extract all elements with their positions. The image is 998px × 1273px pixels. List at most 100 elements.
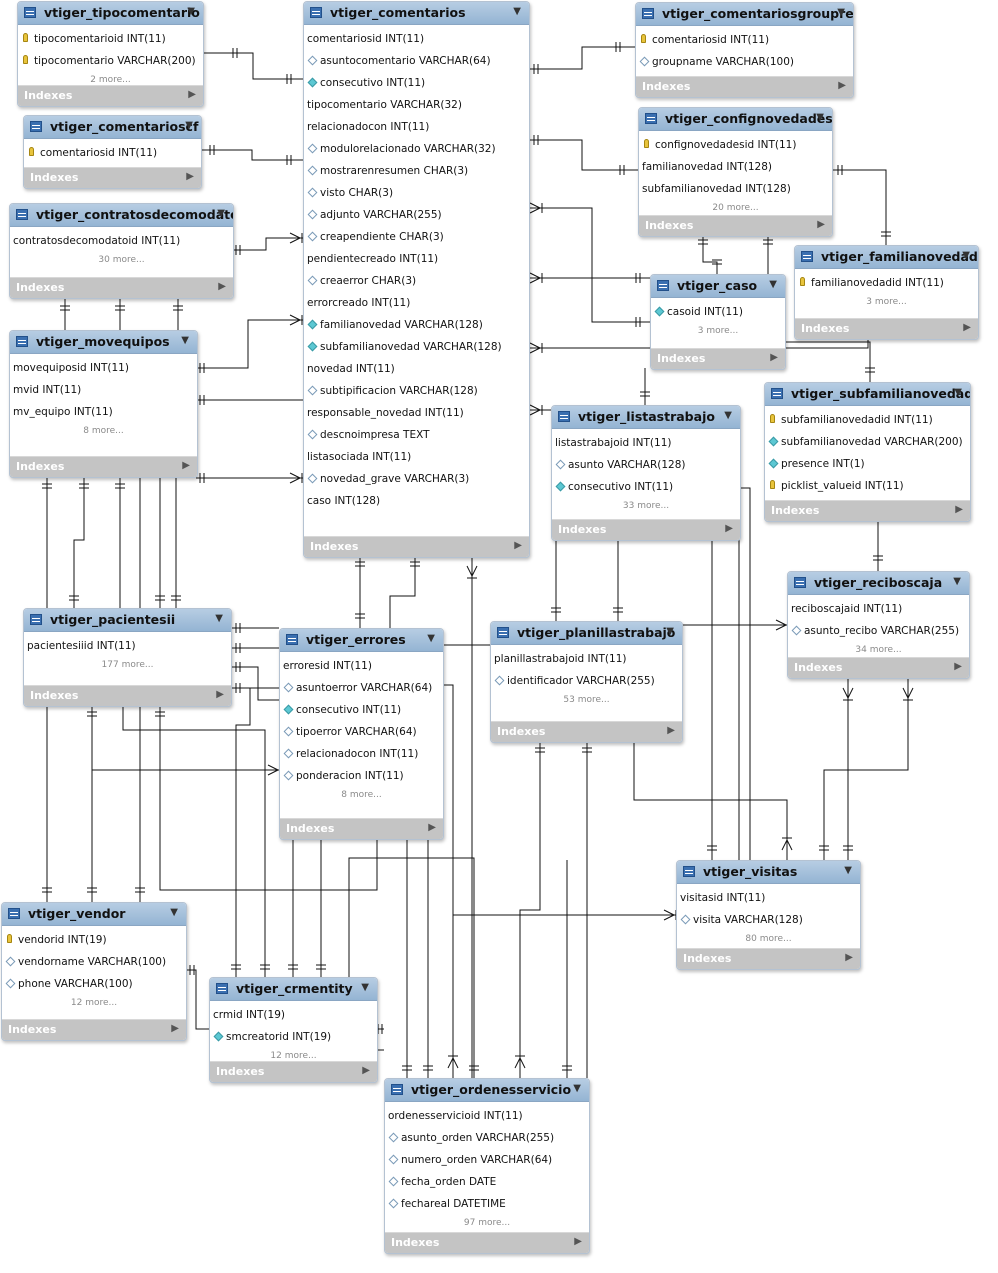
column-row[interactable]: fecha_orden DATE [385, 1171, 589, 1193]
table-header[interactable]: vtiger_errores▼ [280, 629, 443, 652]
column-row[interactable]: listasociada INT(11) [304, 446, 529, 468]
more-columns-label[interactable]: 3 more... [866, 297, 907, 307]
table-listastrabajo[interactable]: vtiger_listastrabajo▼ listastrabajoid INT… [551, 405, 741, 541]
column-row[interactable]: creapendiente CHAR(3) [304, 226, 529, 248]
table-visitas[interactable]: vtiger_visitas▼visitasid INT(11)visita V… [676, 860, 861, 970]
indexes-bar[interactable]: Indexes▶ [552, 519, 740, 540]
table-header[interactable]: vtiger_ordenesservicio▼ [385, 1079, 589, 1102]
more-columns-label[interactable]: 2 more... [90, 75, 131, 85]
column-row[interactable]: tipocomentario VARCHAR(200) [18, 50, 203, 72]
expand-indexes-icon[interactable]: ▶ [362, 1065, 370, 1076]
table-header[interactable]: vtiger_reciboscaja▼ [788, 572, 969, 595]
indexes-bar[interactable]: Indexes▶ [788, 657, 969, 678]
more-columns-label[interactable]: 97 more... [463, 1218, 511, 1228]
collapse-arrow-icon[interactable]: ▼ [187, 6, 195, 17]
table-contratosdecomodato[interactable]: vtiger_contratosdecomodato▼contratosdeco… [9, 203, 234, 299]
table-comentariosgrouprel[interactable]: vtiger_comentariosgrouprel▼ comentariosid… [635, 2, 854, 98]
more-columns-label[interactable]: 12 more... [70, 998, 118, 1008]
table-header[interactable]: vtiger_comentariosgrouprel▼ [636, 3, 853, 26]
indexes-bar[interactable]: Indexes▶ [10, 456, 197, 477]
table-tipocomentario[interactable]: vtiger_tipocomentario▼tipocomentarioid I… [17, 1, 204, 107]
column-row[interactable]: listastrabajoid INT(11) [552, 432, 740, 454]
indexes-bar[interactable]: Indexes▶ [636, 76, 853, 97]
table-vendor[interactable]: vtiger_vendor▼vendorid INT(19)vendorname… [1, 902, 187, 1041]
column-row[interactable]: pendientecreado INT(11) [304, 248, 529, 270]
table-familianovedad[interactable]: vtiger_familianovedad▼familianovedadid I… [794, 245, 979, 340]
table-header[interactable]: vtiger_movequipos▼ [10, 331, 197, 354]
more-columns-label[interactable]: 3 more... [697, 326, 739, 336]
collapse-arrow-icon[interactable]: ▼ [427, 633, 435, 644]
table-crmentity[interactable]: vtiger_crmentity▼crmid INT(19)smcreatori… [209, 977, 378, 1083]
indexes-bar[interactable]: Indexes▶ [765, 500, 970, 521]
column-row[interactable]: asunto_orden VARCHAR(255) [385, 1127, 589, 1149]
column-row[interactable]: smcreatorid INT(19) [210, 1026, 377, 1048]
column-row[interactable]: ponderacion INT(11) [280, 765, 443, 787]
column-row[interactable]: responsable_novedad INT(11) [304, 402, 529, 424]
column-row[interactable]: asunto VARCHAR(128) [552, 454, 740, 476]
column-row[interactable]: caso INT(128) [304, 490, 529, 512]
column-row[interactable]: reciboscajaid INT(11) [788, 598, 969, 620]
column-row[interactable]: visita VARCHAR(128) [677, 909, 860, 931]
expand-indexes-icon[interactable]: ▶ [574, 1236, 582, 1247]
more-columns-label[interactable]: 12 more... [270, 1051, 317, 1061]
more-columns-label[interactable]: 34 more... [855, 645, 902, 655]
expand-indexes-icon[interactable]: ▶ [770, 352, 778, 363]
expand-indexes-icon[interactable]: ▶ [514, 540, 522, 551]
table-reciboscaja[interactable]: vtiger_reciboscaja▼ reciboscajaid INT(11)… [787, 571, 970, 679]
column-row[interactable]: asuntocomentario VARCHAR(64) [304, 50, 529, 72]
expand-indexes-icon[interactable]: ▶ [218, 281, 226, 292]
collapse-arrow-icon[interactable]: ▼ [513, 6, 521, 17]
column-row[interactable]: ordenesservicioid INT(11) [385, 1105, 589, 1127]
indexes-bar[interactable]: Indexes▶ [651, 348, 785, 369]
column-row[interactable]: mostrarenresumen CHAR(3) [304, 160, 529, 182]
table-ordenesservicio[interactable]: vtiger_ordenesservicio▼ ordenesservicioid… [384, 1078, 590, 1254]
indexes-bar[interactable]: Indexes▶ [677, 948, 860, 969]
collapse-arrow-icon[interactable]: ▼ [844, 865, 852, 876]
collapse-arrow-icon[interactable]: ▼ [837, 7, 845, 18]
collapse-arrow-icon[interactable]: ▼ [181, 335, 189, 346]
table-header[interactable]: vtiger_comentarios▼ [304, 2, 529, 25]
column-row[interactable]: comentariosid INT(11) [24, 142, 201, 164]
expand-indexes-icon[interactable]: ▶ [838, 80, 846, 91]
column-row[interactable]: movequiposid INT(11) [10, 357, 197, 379]
indexes-bar[interactable]: Indexes▶ [2, 1019, 186, 1040]
table-header[interactable]: vtiger_confignovedades▼ [639, 108, 832, 131]
expand-indexes-icon[interactable]: ▶ [725, 523, 733, 534]
column-row[interactable]: consecutivo INT(11) [552, 476, 740, 498]
indexes-bar[interactable]: Indexes▶ [24, 685, 231, 706]
collapse-arrow-icon[interactable]: ▼ [666, 626, 674, 637]
collapse-arrow-icon[interactable]: ▼ [962, 250, 970, 261]
collapse-arrow-icon[interactable]: ▼ [769, 279, 777, 290]
column-row[interactable]: groupname VARCHAR(100) [636, 51, 853, 73]
column-row[interactable]: consecutivo INT(11) [304, 72, 529, 94]
column-row[interactable]: subtipificacion VARCHAR(128) [304, 380, 529, 402]
expand-indexes-icon[interactable]: ▶ [963, 322, 971, 333]
column-row[interactable]: asuntoerror VARCHAR(64) [280, 677, 443, 699]
expand-indexes-icon[interactable]: ▶ [171, 1023, 179, 1034]
indexes-bar[interactable]: Indexes▶ [304, 536, 529, 557]
more-columns-label[interactable]: 8 more... [341, 790, 382, 800]
collapse-arrow-icon[interactable]: ▼ [953, 576, 961, 587]
column-row[interactable]: novedad INT(11) [304, 358, 529, 380]
table-header[interactable]: vtiger_comentarioscf▼ [24, 116, 201, 139]
table-header[interactable]: vtiger_vendor▼ [2, 903, 186, 926]
indexes-bar[interactable]: Indexes▶ [385, 1232, 589, 1253]
column-row[interactable]: relacionadocon INT(11) [304, 116, 529, 138]
collapse-arrow-icon[interactable]: ▼ [217, 208, 225, 219]
indexes-bar[interactable]: Indexes▶ [639, 215, 832, 236]
column-row[interactable]: identificador VARCHAR(255) [491, 670, 682, 692]
column-row[interactable]: subfamilianovedadid INT(11) [765, 409, 970, 431]
table-header[interactable]: vtiger_caso▼ [651, 275, 785, 298]
column-row[interactable]: comentariosid INT(11) [636, 29, 853, 51]
column-row[interactable]: subfamilianovedad INT(128) [639, 178, 832, 200]
column-row[interactable]: visitasid INT(11) [677, 887, 860, 909]
more-columns-label[interactable]: 80 more... [745, 934, 792, 944]
column-row[interactable]: adjunto VARCHAR(255) [304, 204, 529, 226]
table-header[interactable]: vtiger_listastrabajo▼ [552, 406, 740, 429]
expand-indexes-icon[interactable]: ▶ [428, 822, 436, 833]
column-row[interactable]: modulorelacionado VARCHAR(32) [304, 138, 529, 160]
more-columns-label[interactable]: 33 more... [622, 501, 670, 511]
column-row[interactable]: presence INT(1) [765, 453, 970, 475]
column-row[interactable]: phone VARCHAR(100) [2, 973, 186, 995]
indexes-bar[interactable]: Indexes▶ [24, 167, 201, 188]
